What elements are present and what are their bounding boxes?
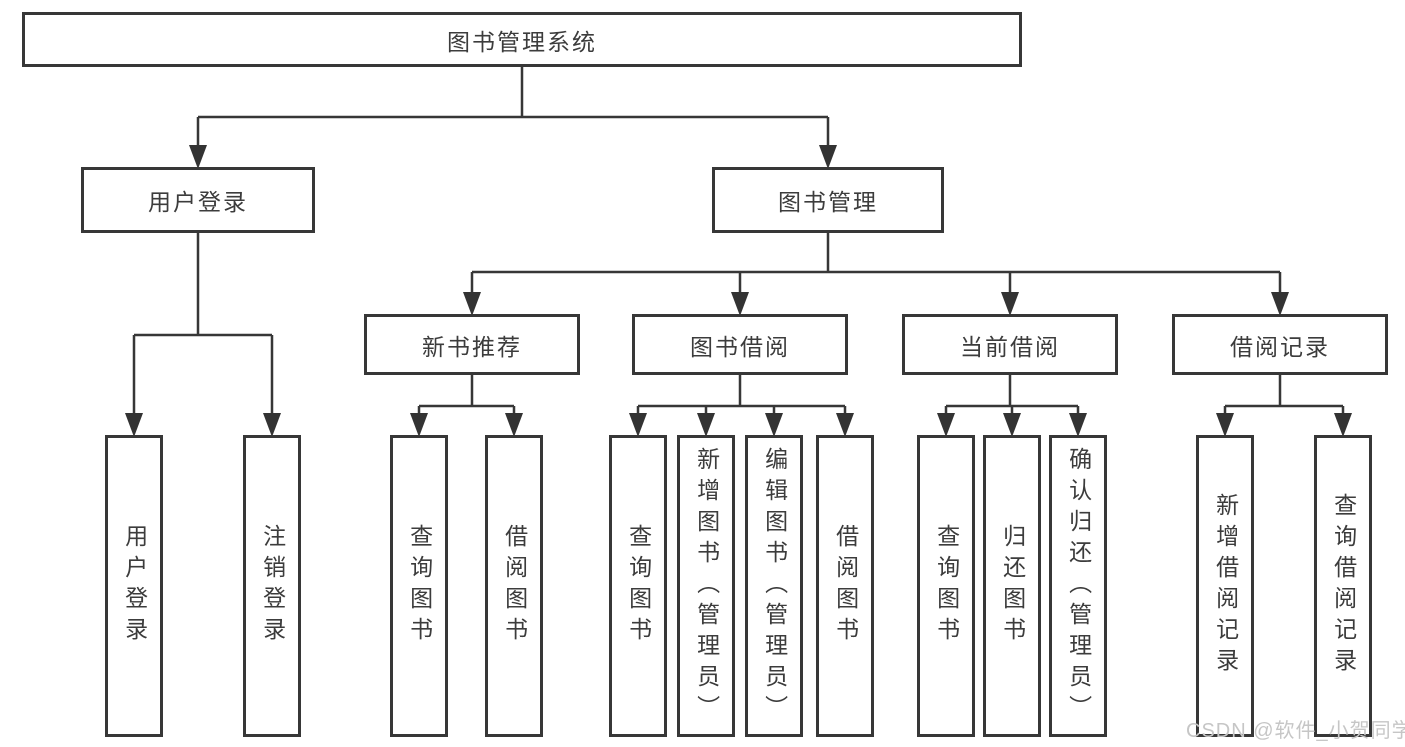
connector-book-borrowing-to-leaves: [636, 375, 847, 414]
node-current-borrowing: 当前借阅: [902, 314, 1118, 375]
node-label: 归还图书: [999, 524, 1026, 648]
node-label: 查询图书: [406, 524, 433, 648]
leaf-add-borrow-record: 新增借阅记录: [1196, 435, 1254, 737]
arrowhead-icon: [1001, 292, 1019, 316]
connector-arrowheads: [125, 145, 1352, 437]
leaf-add-books-admin: 新增图书（管理员）: [677, 435, 735, 737]
node-label: 新增借阅记录: [1212, 493, 1239, 679]
connector-book-management-to-level3: [470, 233, 1282, 293]
leaf-logout-login: 注销登录: [243, 435, 301, 737]
leaf-edit-books-admin: 编辑图书（管理员）: [745, 435, 803, 737]
node-label: 借阅图书: [832, 524, 859, 648]
node-label: 编辑图书（管理员）: [761, 446, 788, 726]
node-label: 新书推荐: [422, 333, 522, 360]
node-label: 注销登录: [259, 524, 286, 648]
node-label: 新增图书（管理员）: [693, 446, 720, 726]
arrowhead-icon: [1334, 413, 1352, 437]
leaf-current-query-books: 查询图书: [917, 435, 975, 737]
connector-borrowing-records-to-leaves: [1223, 375, 1345, 414]
arrowhead-icon: [836, 413, 854, 437]
leaf-return-books: 归还图书: [983, 435, 1041, 737]
arrowhead-icon: [937, 413, 955, 437]
node-label: 借阅图书: [501, 524, 528, 648]
node-label: 查询借阅记录: [1330, 493, 1357, 679]
node-label: 图书管理: [778, 189, 878, 215]
node-borrowing-records: 借阅记录: [1172, 314, 1388, 375]
node-label: 用户登录: [148, 189, 248, 215]
arrowhead-icon: [1069, 413, 1087, 437]
connector-current-borrowing-to-leaves: [944, 375, 1080, 414]
arrowhead-icon: [819, 145, 837, 169]
node-label: 确认归还（管理员）: [1065, 446, 1092, 726]
arrowhead-icon: [731, 292, 749, 316]
node-new-book-recommendation: 新书推荐: [364, 314, 580, 375]
leaf-borrowing-query-books: 查询图书: [609, 435, 667, 737]
arrowhead-icon: [125, 413, 143, 437]
arrowhead-icon: [765, 413, 783, 437]
arrowhead-icon: [1271, 292, 1289, 316]
node-label: 查询图书: [933, 524, 960, 648]
connector-user-login-to-leaves: [132, 233, 274, 414]
leaf-query-borrow-record: 查询借阅记录: [1314, 435, 1372, 737]
arrowhead-icon: [189, 145, 207, 169]
node-label: 当前借阅: [960, 333, 1060, 360]
leaf-borrowing-borrow-books: 借阅图书: [816, 435, 874, 737]
arrowhead-icon: [629, 413, 647, 437]
connector-new-book-recommendation-to-leaves: [417, 375, 516, 414]
connector-root-to-level2: [196, 67, 830, 146]
arrowhead-icon: [1216, 413, 1234, 437]
arrowhead-icon: [505, 413, 523, 437]
arrowhead-icon: [697, 413, 715, 437]
node-library-management-system: 图书管理系统: [22, 12, 1022, 67]
node-label: 查询图书: [625, 524, 652, 648]
node-label: 图书借阅: [690, 333, 790, 360]
node-label: 借阅记录: [1230, 333, 1330, 360]
leaf-user-login: 用户登录: [105, 435, 163, 737]
leaf-recommend-borrow-books: 借阅图书: [485, 435, 543, 737]
leaf-recommend-query-books: 查询图书: [390, 435, 448, 737]
node-label: 用户登录: [121, 524, 148, 648]
node-label: 图书管理系统: [447, 28, 597, 55]
node-user-login: 用户登录: [81, 167, 315, 233]
node-book-management: 图书管理: [712, 167, 944, 233]
leaf-confirm-return-admin: 确认归还（管理员）: [1049, 435, 1107, 737]
arrowhead-icon: [1003, 413, 1021, 437]
arrowhead-icon: [410, 413, 428, 437]
arrowhead-icon: [463, 292, 481, 316]
arrowhead-icon: [263, 413, 281, 437]
node-book-borrowing: 图书借阅: [632, 314, 848, 375]
